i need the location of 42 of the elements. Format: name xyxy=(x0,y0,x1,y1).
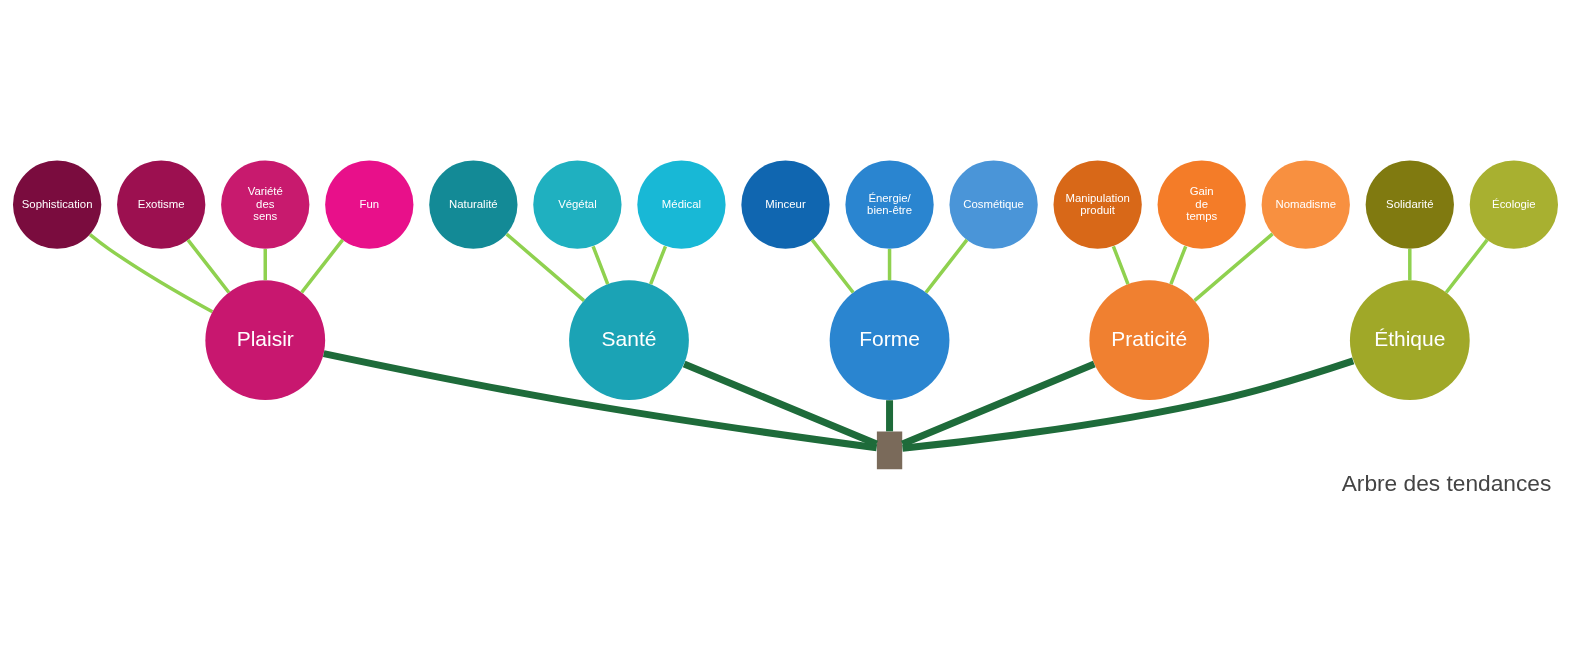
node-circle: Gain de temps xyxy=(1157,160,1246,249)
connector xyxy=(887,249,892,281)
connector xyxy=(186,238,231,294)
connector xyxy=(649,245,668,285)
node-circle: Plaisir xyxy=(205,280,326,401)
connector xyxy=(682,360,878,448)
caption: Arbre des tendances xyxy=(1341,469,1552,496)
node-circle: Énergie/ bien-être xyxy=(845,160,934,249)
node-circle: Manipulation produit xyxy=(1053,160,1142,249)
connector xyxy=(810,238,855,294)
node-circle: Solidarité xyxy=(1365,160,1454,249)
node-circle: Praticité xyxy=(1089,280,1210,401)
connector xyxy=(901,360,1096,448)
connector xyxy=(924,238,969,294)
node-circle: Forme xyxy=(829,280,950,401)
node-circle: Médical xyxy=(637,160,726,249)
connector xyxy=(1111,245,1130,285)
connector xyxy=(902,357,1355,452)
node-circle: Exotisme xyxy=(117,160,206,249)
node-bar xyxy=(876,431,903,470)
connector xyxy=(300,238,344,294)
connector xyxy=(886,400,894,432)
node-circle: Écologie xyxy=(1469,160,1558,249)
connector xyxy=(1169,245,1188,285)
node-circle: Nomadisme xyxy=(1261,160,1350,249)
connector xyxy=(1408,249,1412,281)
node-circle: Sophistication xyxy=(13,160,102,249)
connector xyxy=(1444,238,1489,294)
node-circle: Naturalité xyxy=(429,160,518,249)
node-circle: Cosmétique xyxy=(949,160,1038,249)
node-circle: Végétal xyxy=(533,160,622,249)
node-circle: Éthique xyxy=(1349,280,1470,401)
connector xyxy=(1193,232,1274,302)
connector xyxy=(591,245,610,285)
node-circle: Santé xyxy=(569,280,689,401)
connector xyxy=(505,232,586,302)
connector xyxy=(263,249,267,281)
connector xyxy=(322,350,878,452)
connector xyxy=(88,233,214,314)
node-circle: Variété des sens xyxy=(221,160,310,249)
node-circle: Minceur xyxy=(741,160,830,249)
node-circle: Fun xyxy=(325,160,414,249)
